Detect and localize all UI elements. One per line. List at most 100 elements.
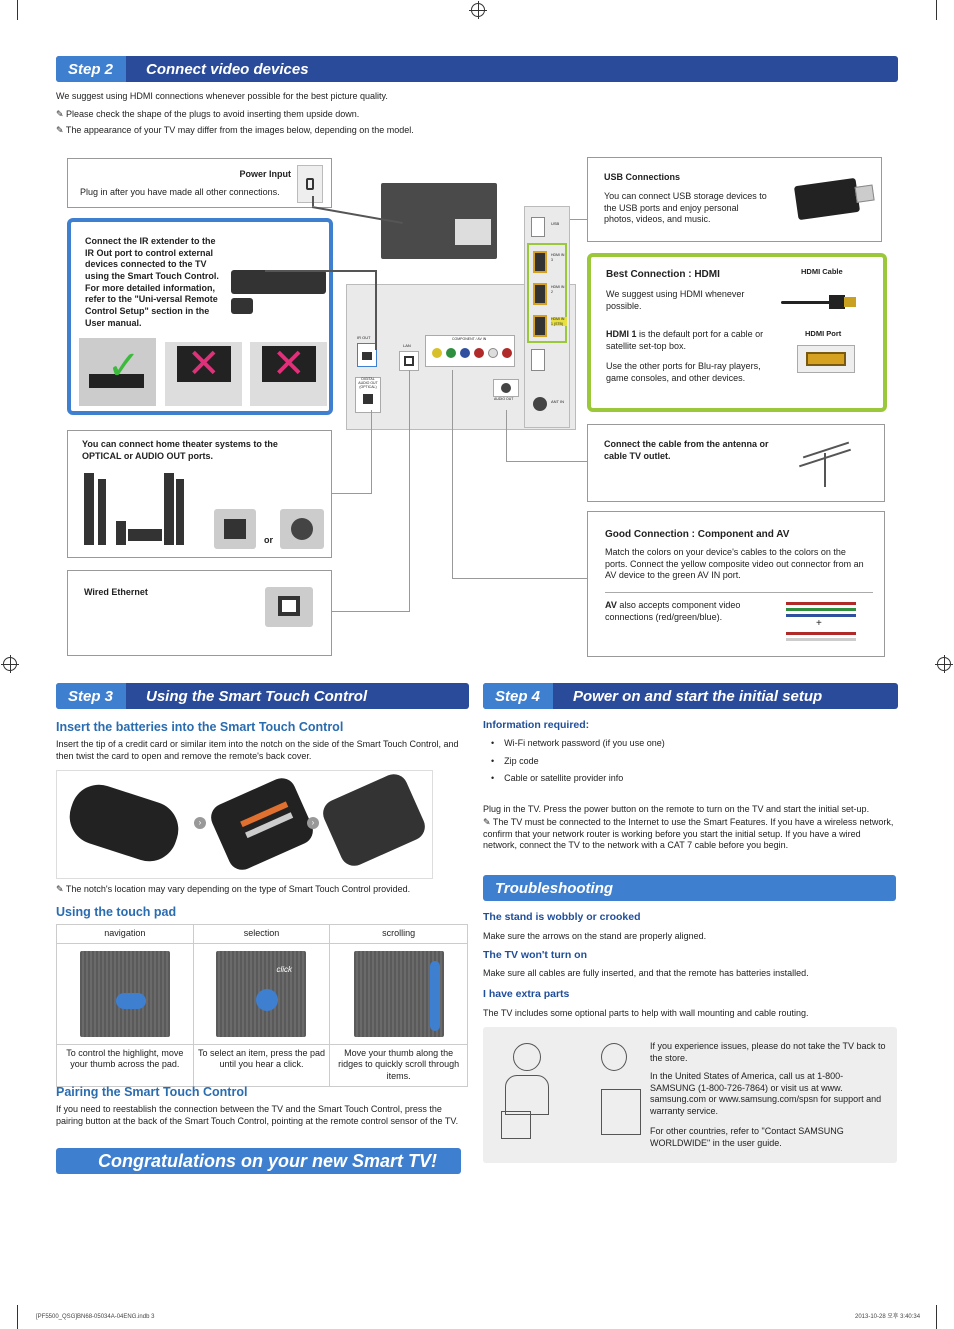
registration-mark-left — [1, 655, 19, 673]
note-pencil-icon: ✎ — [483, 817, 493, 827]
lan-label: LAN — [403, 343, 411, 348]
step2-header: Step 2 Connect video devices — [56, 56, 898, 82]
remote-step-1 — [62, 777, 186, 869]
crop-mark — [936, 1305, 937, 1329]
connector-line — [452, 578, 588, 579]
component-text: Match the colors on your device's cables… — [605, 547, 864, 581]
usb-port-2 — [531, 349, 545, 371]
touchpad-col-header: navigation — [56, 924, 194, 944]
hdmi-cable-icon — [781, 293, 861, 311]
support-text-1: If you experience issues, please do not … — [650, 1041, 886, 1063]
component-title: Good Connection : Component and AV — [605, 529, 790, 540]
component-box: Good Connection : Component and AV Match… — [587, 511, 885, 657]
arrow-right-icon: › — [194, 817, 206, 829]
trouble-answer: Make sure the arrows on the stand are pr… — [483, 931, 707, 941]
speakers-icon — [74, 471, 186, 545]
trouble-question: The TV won't turn on — [483, 949, 587, 961]
ir-correct-example: ✓ — [79, 338, 156, 406]
list-item: Zip code — [491, 756, 665, 768]
batteries-title: Insert the batteries into the Smart Touc… — [56, 720, 344, 734]
hdmi-cable-label: HDMI Cable — [801, 267, 843, 276]
note-pencil-icon: ✎ — [56, 884, 66, 894]
ethernet-box: Wired Ethernet — [67, 570, 332, 656]
pairing-title: Pairing the Smart Touch Control — [56, 1085, 248, 1099]
note-item: ✎ The appearance of your TV may differ f… — [56, 125, 414, 135]
connector-line — [506, 410, 507, 462]
note-item: ✎ Please check the shape of the plugs to… — [56, 109, 360, 119]
audio-out-port-icon — [280, 509, 324, 549]
registration-mark-right — [935, 655, 953, 673]
usb-title: USB Connections — [604, 172, 681, 182]
crop-mark — [17, 0, 18, 20]
hdmi1-text: HDMI 1 is the default port for a cable o… — [606, 329, 764, 351]
connector-line — [371, 410, 372, 494]
touchpad-table: navigation selection scrolling click To … — [56, 924, 468, 1087]
connector-line — [506, 461, 588, 462]
step-number: Step 3 — [56, 683, 126, 709]
power-input-box: Power Input Plug in after you have made … — [67, 158, 332, 208]
ir-extender-icon — [231, 298, 253, 314]
click-label: click — [276, 964, 293, 974]
congrats-text: Congratulations on your new Smart TV! — [98, 1151, 438, 1171]
troubleshooting-header: Troubleshooting — [483, 875, 896, 901]
ir-out-label: IR OUT — [357, 335, 371, 340]
ir-extender-box: Connect the IR extender to the IR Out po… — [67, 218, 333, 415]
hdmi-ports-group: HDMI IN 3 HDMI IN 2 HDMI IN 1 (STB) — [527, 243, 567, 343]
step-title: Using the Smart Touch Control — [146, 688, 368, 705]
connector-line — [570, 219, 588, 220]
notch-note: ✎ The notch's location may vary dependin… — [56, 884, 411, 894]
hdmi-in-2-port — [533, 283, 547, 305]
lan-port-icon — [265, 587, 313, 627]
touchpad-desc: To control the highlight, move your thum… — [56, 1043, 194, 1087]
power-input-title: Power Input — [239, 169, 292, 179]
component-cables-icon: + — [786, 600, 856, 646]
optical-port-icon — [214, 509, 256, 549]
list-item: Wi-Fi network password (if you use one) — [491, 738, 665, 750]
step-number: Step 2 — [56, 56, 126, 82]
check-icon: ✓ — [107, 344, 141, 388]
footer-right: 2013-10-28 오후 3:40:34 — [855, 1314, 921, 1320]
touchpad-col-header: scrolling — [329, 924, 468, 944]
plus-sign: + — [816, 618, 822, 629]
step3-header: Step 3 Using the Smart Touch Control — [56, 683, 469, 709]
cross-icon: ✕ — [187, 342, 221, 386]
plug-note: ✎ The TV must be connected to the Intern… — [483, 817, 894, 851]
ant-in-label: ANT IN — [551, 399, 565, 404]
power-input-text: Plug in after you have made all other co… — [80, 187, 280, 197]
ir-wrong-example: ✕ — [165, 342, 242, 406]
usb-drive-icon — [793, 177, 875, 221]
ir-cable — [375, 270, 377, 350]
hdmi-title: Best Connection : HDMI — [606, 269, 720, 280]
connector-line — [332, 493, 372, 494]
ethernet-title: Wired Ethernet — [84, 587, 148, 597]
step-title: Power on and start the initial setup — [573, 688, 823, 705]
trouble-question: I have extra parts — [483, 988, 570, 1000]
trouble-answer: The TV includes some optional parts to h… — [483, 1008, 809, 1018]
footer-left: [PF5500_QSG]BN68-05034A-04ENG.indb 3 — [36, 1314, 155, 1320]
digital-audio-label: DIGITAL AUDIO OUT (OPTICAL) — [358, 377, 378, 389]
ir-extender-text: Connect the IR extender to the IR Out po… — [85, 236, 219, 328]
batteries-text: Insert the tip of a credit card or simil… — [56, 739, 459, 761]
touchpad-desc: To select an item, press the pad until y… — [192, 1043, 331, 1087]
usb-box: USB Connections You can connect USB stor… — [587, 157, 882, 242]
hdmi-in-3-port — [533, 251, 547, 273]
pairing-text: If you need to reestablish the connectio… — [56, 1104, 459, 1126]
trouble-answer: Make sure all cables are fully inserted,… — [483, 968, 809, 978]
crop-mark — [936, 0, 937, 20]
audio-out-label: AUDIO OUT — [494, 397, 514, 401]
support-box: If you experience issues, please do not … — [483, 1027, 897, 1163]
hdmi-port-label: HDMI Port — [805, 329, 842, 338]
step-title: Connect video devices — [146, 61, 309, 78]
ir-cable — [265, 270, 375, 272]
usb-port — [531, 217, 545, 237]
component-divider — [605, 592, 873, 593]
hdmi-text3: Use the other ports for Blu-ray players,… — [606, 361, 761, 383]
touchpad-selection-image: click — [216, 950, 307, 1037]
touchpad-col-header: selection — [192, 924, 331, 944]
hdmi-in-1-port — [533, 315, 547, 337]
hdmi-text1: We suggest using HDMI whenever possible. — [606, 289, 745, 311]
connector-line — [452, 370, 453, 579]
note-pencil-icon: ✎ — [56, 109, 67, 119]
hdmi-in-1-label: HDMI IN 1 (STB) — [551, 317, 567, 327]
touchpad-title: Using the touch pad — [56, 905, 177, 919]
